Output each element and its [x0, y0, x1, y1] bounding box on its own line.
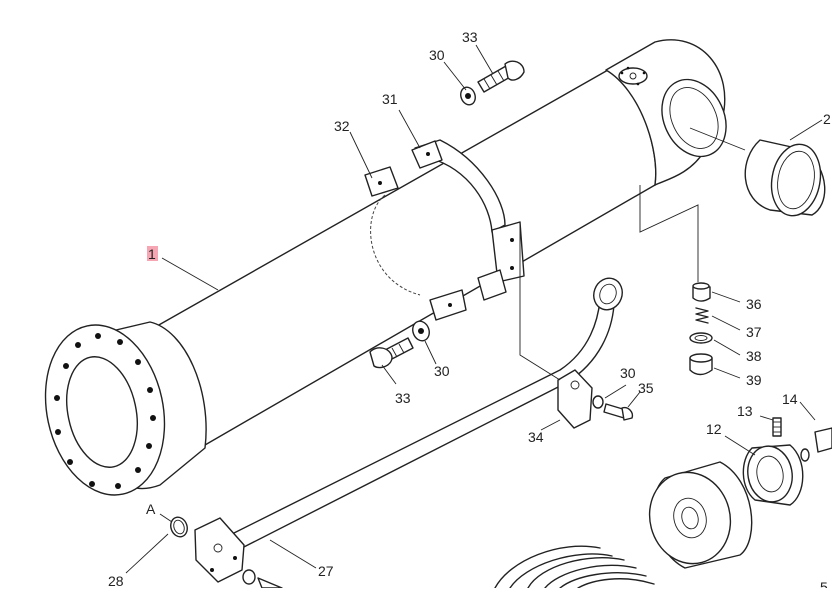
hydraulic-tube — [194, 277, 623, 583]
pipe-clamp — [364, 139, 525, 321]
grease-fitting-icon — [618, 66, 648, 86]
spring-37 — [695, 307, 709, 324]
leader-lines — [125, 44, 823, 574]
callout-28[interactable]: 28 — [108, 573, 124, 589]
seal-39 — [689, 353, 713, 376]
callout-39[interactable]: 39 — [746, 372, 762, 388]
callout-31[interactable]: 31 — [382, 91, 398, 107]
o-ring — [170, 516, 188, 538]
callout-33-lower[interactable]: 33 — [395, 390, 411, 406]
set-screw-13 — [772, 417, 782, 437]
callout-A[interactable]: A — [146, 501, 156, 517]
tube-clamp-block — [557, 369, 593, 429]
piston — [648, 461, 753, 569]
washer-small — [592, 395, 604, 409]
callout-13[interactable]: 13 — [737, 403, 753, 419]
callout-34[interactable]: 34 — [528, 429, 544, 445]
rod-end-eye — [605, 39, 727, 186]
seal-stack — [494, 545, 655, 589]
callout-12[interactable]: 12 — [706, 421, 722, 437]
callout-2[interactable]: 2 — [823, 111, 831, 127]
callout-14[interactable]: 14 — [782, 391, 798, 407]
callout-30-upper[interactable]: 30 — [429, 47, 445, 63]
callout-1-highlight — [147, 246, 158, 261]
callout-30-small[interactable]: 30 — [620, 365, 636, 381]
callout-37[interactable]: 37 — [746, 324, 762, 340]
flange-bolt-holes — [54, 333, 156, 489]
callout-38[interactable]: 38 — [746, 348, 762, 364]
bolt-small — [603, 403, 634, 421]
plug-36 — [692, 282, 711, 302]
callout-1[interactable]: 1 — [148, 246, 156, 262]
callout-30-lower[interactable]: 30 — [434, 363, 450, 379]
head-end-flange — [44, 321, 207, 496]
callout-27[interactable]: 27 — [318, 563, 334, 579]
bushing — [744, 139, 826, 217]
callout-32[interactable]: 32 — [334, 118, 350, 134]
bolt-upper — [477, 60, 525, 93]
washer-lower — [412, 320, 430, 342]
flange-bolt-bottom — [242, 569, 283, 589]
callout-35[interactable]: 35 — [638, 380, 654, 396]
piston-nut — [742, 444, 804, 506]
callout-36[interactable]: 36 — [746, 296, 762, 312]
washer-upper — [460, 86, 476, 106]
pin-14 — [800, 427, 832, 462]
callout-5[interactable]: 5 — [820, 579, 828, 593]
ring-38 — [689, 332, 713, 344]
callout-labels: 1 2 5 12 13 14 27 28 30 30 30 31 32 33 3… — [108, 29, 831, 593]
callout-33-upper[interactable]: 33 — [462, 29, 478, 45]
bolt-lower — [369, 337, 414, 369]
